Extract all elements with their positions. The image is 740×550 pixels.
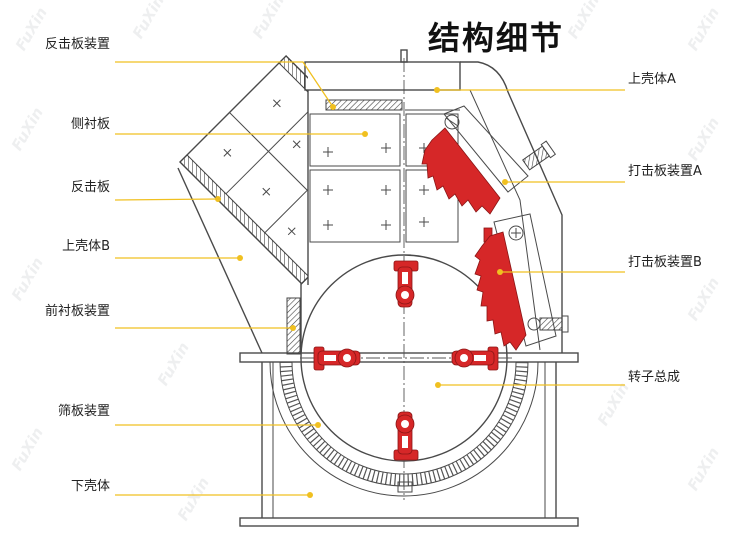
blow-bar-a-bolt-head <box>540 140 557 159</box>
leader-dot-upper-housing-b <box>237 255 243 261</box>
hammer-right-hole <box>460 354 468 362</box>
diagram-title: 结构细节 <box>428 19 565 57</box>
lower-housing <box>239 352 579 527</box>
upper-housing-a <box>460 61 563 353</box>
hammer-top <box>393 260 419 308</box>
impact-plate-liner <box>179 154 308 285</box>
leader-dot-impact-plate <box>215 196 221 202</box>
hammer-top-hole <box>401 291 409 299</box>
blow-bar-b-pin <box>508 225 524 241</box>
chute-grid-line <box>264 140 308 234</box>
leader-line-impact-plate-device <box>115 61 334 108</box>
cross-mark <box>292 140 301 149</box>
impact-plate-device-bar <box>325 99 403 111</box>
plus-mark <box>419 217 429 227</box>
hammer-left-hole <box>343 354 351 362</box>
leader-dot-screen-plate-device <box>315 422 321 428</box>
blow-bar-b-bolt-body <box>539 317 563 331</box>
upper-housing-b-label: 上壳体B <box>62 239 110 254</box>
rotor-assembly-label: 转子总成 <box>628 370 681 385</box>
base-plate <box>239 517 579 527</box>
blow-bar-device-a <box>421 105 557 215</box>
screen-inner-arc <box>291 361 517 475</box>
outer-casing-arc <box>269 361 539 497</box>
plus-mark <box>381 220 391 230</box>
impact-plate-label: 反击板 <box>70 180 110 195</box>
side-lining-box <box>309 113 401 167</box>
cross-mark <box>223 148 232 157</box>
lower-housing-label: 下壳体 <box>70 479 110 494</box>
chute-top-liner <box>278 55 308 121</box>
feed-chute <box>179 54 308 285</box>
hammer-bottom-slot <box>402 436 408 448</box>
blow-bar-b-pin-cross <box>511 228 521 238</box>
upper-housing-a-inner-line <box>469 89 541 351</box>
leader-dot-side-lining <box>362 131 368 137</box>
cross-mark <box>262 187 271 196</box>
hammer-bottom <box>393 411 419 461</box>
feed-chute-rotated <box>179 54 308 285</box>
blow-bar-device-b-label: 打击板装置B <box>628 255 702 270</box>
front-lining-device-label: 前衬板装置 <box>44 304 110 319</box>
hammer-bottom-hole <box>401 420 409 428</box>
blow-bar-b-plate <box>474 231 527 351</box>
plus-mark <box>323 147 333 157</box>
upper-housing-top-cap <box>304 61 461 91</box>
cross-mark <box>287 227 296 236</box>
blow-bar-device-a-label: 打击板装置A <box>628 164 702 179</box>
leader-dot-rotor-assembly <box>435 382 441 388</box>
leader-dot-impact-plate-device <box>330 104 336 110</box>
hammer-top-slot <box>402 272 408 284</box>
plus-mark <box>381 185 391 195</box>
blow-bar-a-support <box>443 105 529 193</box>
blow-bar-a-plate <box>421 127 501 215</box>
blow-bar-b-bolt-head <box>561 315 569 333</box>
upper-housing-chamber <box>304 49 461 285</box>
leader-dot-blow-bar-device-b <box>497 269 503 275</box>
blow-bar-a-bolt <box>522 140 557 171</box>
blow-bar-b-bolt-nut <box>527 317 541 331</box>
leader-lines <box>114 61 625 498</box>
leader-line-impact-plate <box>114 198 219 201</box>
screen-plate-device-label: 筛板装置 <box>57 404 110 419</box>
top-post <box>400 49 408 63</box>
screen-bottom-lug <box>397 481 413 493</box>
leader-dot-front-lining-device <box>290 325 296 331</box>
chute-grid-line <box>229 112 308 235</box>
leader-dot-lower-housing <box>307 492 313 498</box>
plus-mark <box>323 220 333 230</box>
cross-mark <box>272 99 281 108</box>
blow-bar-a-pin <box>444 114 460 130</box>
hammer-left <box>313 346 361 371</box>
lower-housing-flange <box>239 352 579 363</box>
plus-mark <box>381 143 391 153</box>
side-lining-label: 侧衬板 <box>70 117 110 132</box>
hammer-right-slot <box>474 355 486 361</box>
chute-grid-line <box>225 101 308 195</box>
plus-mark <box>419 185 429 195</box>
hammer-left-slot <box>324 355 336 361</box>
blow-bar-a-pin-line <box>445 117 459 127</box>
leader-dot-upper-housing-a <box>434 87 440 93</box>
plus-mark <box>323 185 333 195</box>
side-lining-box <box>309 169 401 243</box>
leader-dot-blow-bar-device-a <box>502 179 508 185</box>
upper-housing-a-outline <box>460 61 563 353</box>
blow-bar-device-b <box>474 213 569 351</box>
hammer-right <box>451 346 499 371</box>
upper-housing-a-label: 上壳体A <box>628 72 676 87</box>
impact-plate-device-label: 反击板装置 <box>44 37 110 52</box>
